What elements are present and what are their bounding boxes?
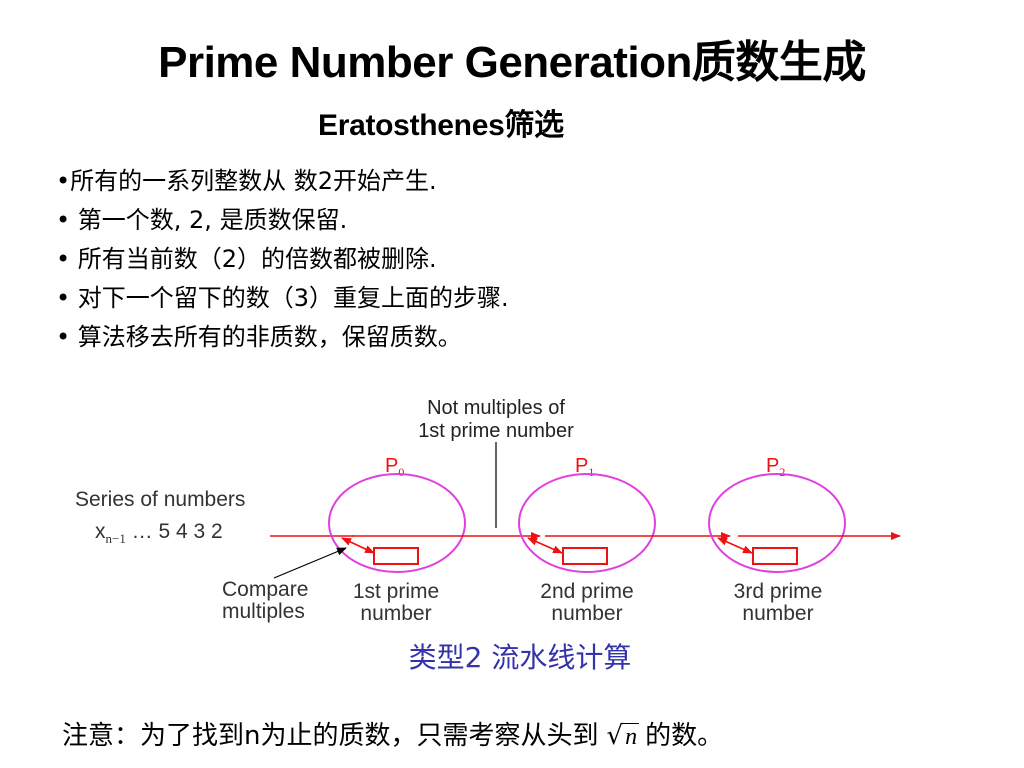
processor-ellipse [328,473,466,573]
processor-label-p2: P2 [766,455,785,479]
slide-title: Prime Number Generation质数生成 [158,38,866,87]
stage-label: number [360,602,431,625]
processor-ellipse [518,473,656,573]
series-values: xn−1 … 5 4 3 2 [95,520,223,546]
prime-register [373,547,419,565]
processor-label-p0: P0 [385,455,404,479]
compare-label: multiples [222,600,305,623]
bullet-item: •所有的一系列整数从 数2开始产生. [56,167,437,195]
bullet-item: • 所有当前数（2）的倍数都被删除. [56,245,437,273]
stage-label: number [742,602,813,625]
diagram-caption: 类型2 流水线计算 [408,641,632,674]
sqrt-n: √n [606,721,640,751]
processor-ellipse [708,473,846,573]
bullet-list: •所有的一系列整数从 数2开始产生. • 第一个数, 2, 是质数保留. • 所… [56,162,509,357]
stage-label: 3rd prime [734,580,823,603]
bullet-item: • 算法移去所有的非质数，保留质数。 [56,323,462,351]
not-multiples-label: 1st prime number [418,420,574,442]
bullet-item: • 第一个数, 2, 是质数保留. [56,206,348,234]
stage-label: number [551,602,622,625]
bullet-item: • 对下一个留下的数（3）重复上面的步骤. [56,284,509,312]
stage-label: 2nd prime [540,580,633,603]
pipeline-diagram: Not multiples of 1st prime number P0 P1 … [75,397,901,625]
compare-label: Compare [222,578,308,601]
compare-arrow [717,537,753,554]
not-multiples-label: Not multiples of [427,397,565,419]
prime-register [752,547,798,565]
footnote-text: 注意：为了找到n为止的质数，只需考察从头到 [62,721,599,751]
series-label: Series of numbers [75,488,245,511]
processor-label-p1: P1 [575,455,594,479]
footnote-text: 的数。 [645,721,724,751]
compare-arrow [527,537,563,554]
stage-label: 1st prime [353,580,439,603]
slide-subtitle: Eratosthenes筛选 [318,109,564,142]
compare-arrow [341,537,375,554]
compare-pointer [273,547,347,579]
prime-register [562,547,608,565]
